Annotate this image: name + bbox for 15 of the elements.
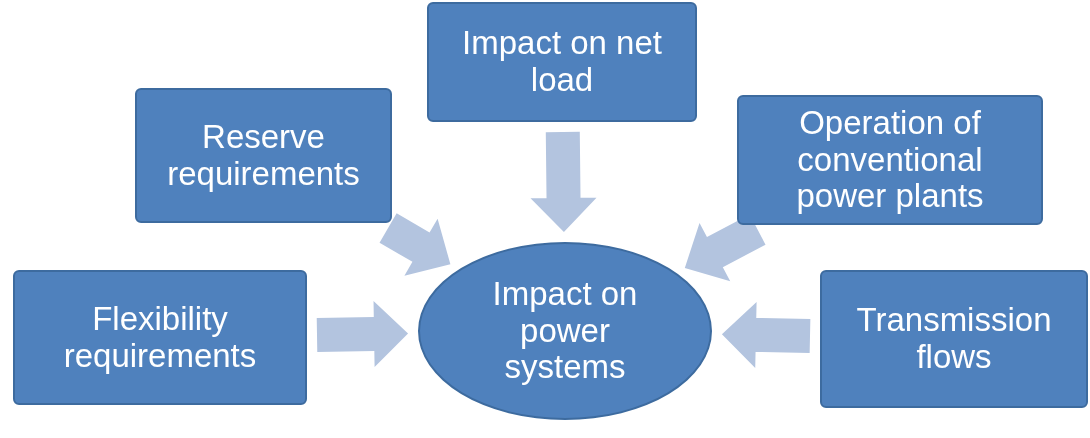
block-arrow bbox=[379, 213, 451, 276]
block-arrow bbox=[316, 301, 409, 368]
node-label: Impact on power systems bbox=[491, 275, 639, 387]
process-box bbox=[820, 270, 1088, 408]
process-box bbox=[13, 270, 307, 405]
node-label: Reserve requirements bbox=[166, 118, 361, 193]
node-label: Transmission flows bbox=[855, 302, 1053, 376]
process-box bbox=[135, 88, 392, 223]
node-label: Flexibility requirements bbox=[62, 300, 258, 375]
node-label: Operation of conventional power plants bbox=[795, 104, 985, 216]
process-box bbox=[427, 2, 697, 122]
process-box bbox=[737, 95, 1043, 225]
block-arrow bbox=[721, 301, 811, 368]
block-arrow bbox=[530, 131, 597, 232]
node-label: Impact on net load bbox=[461, 25, 663, 99]
